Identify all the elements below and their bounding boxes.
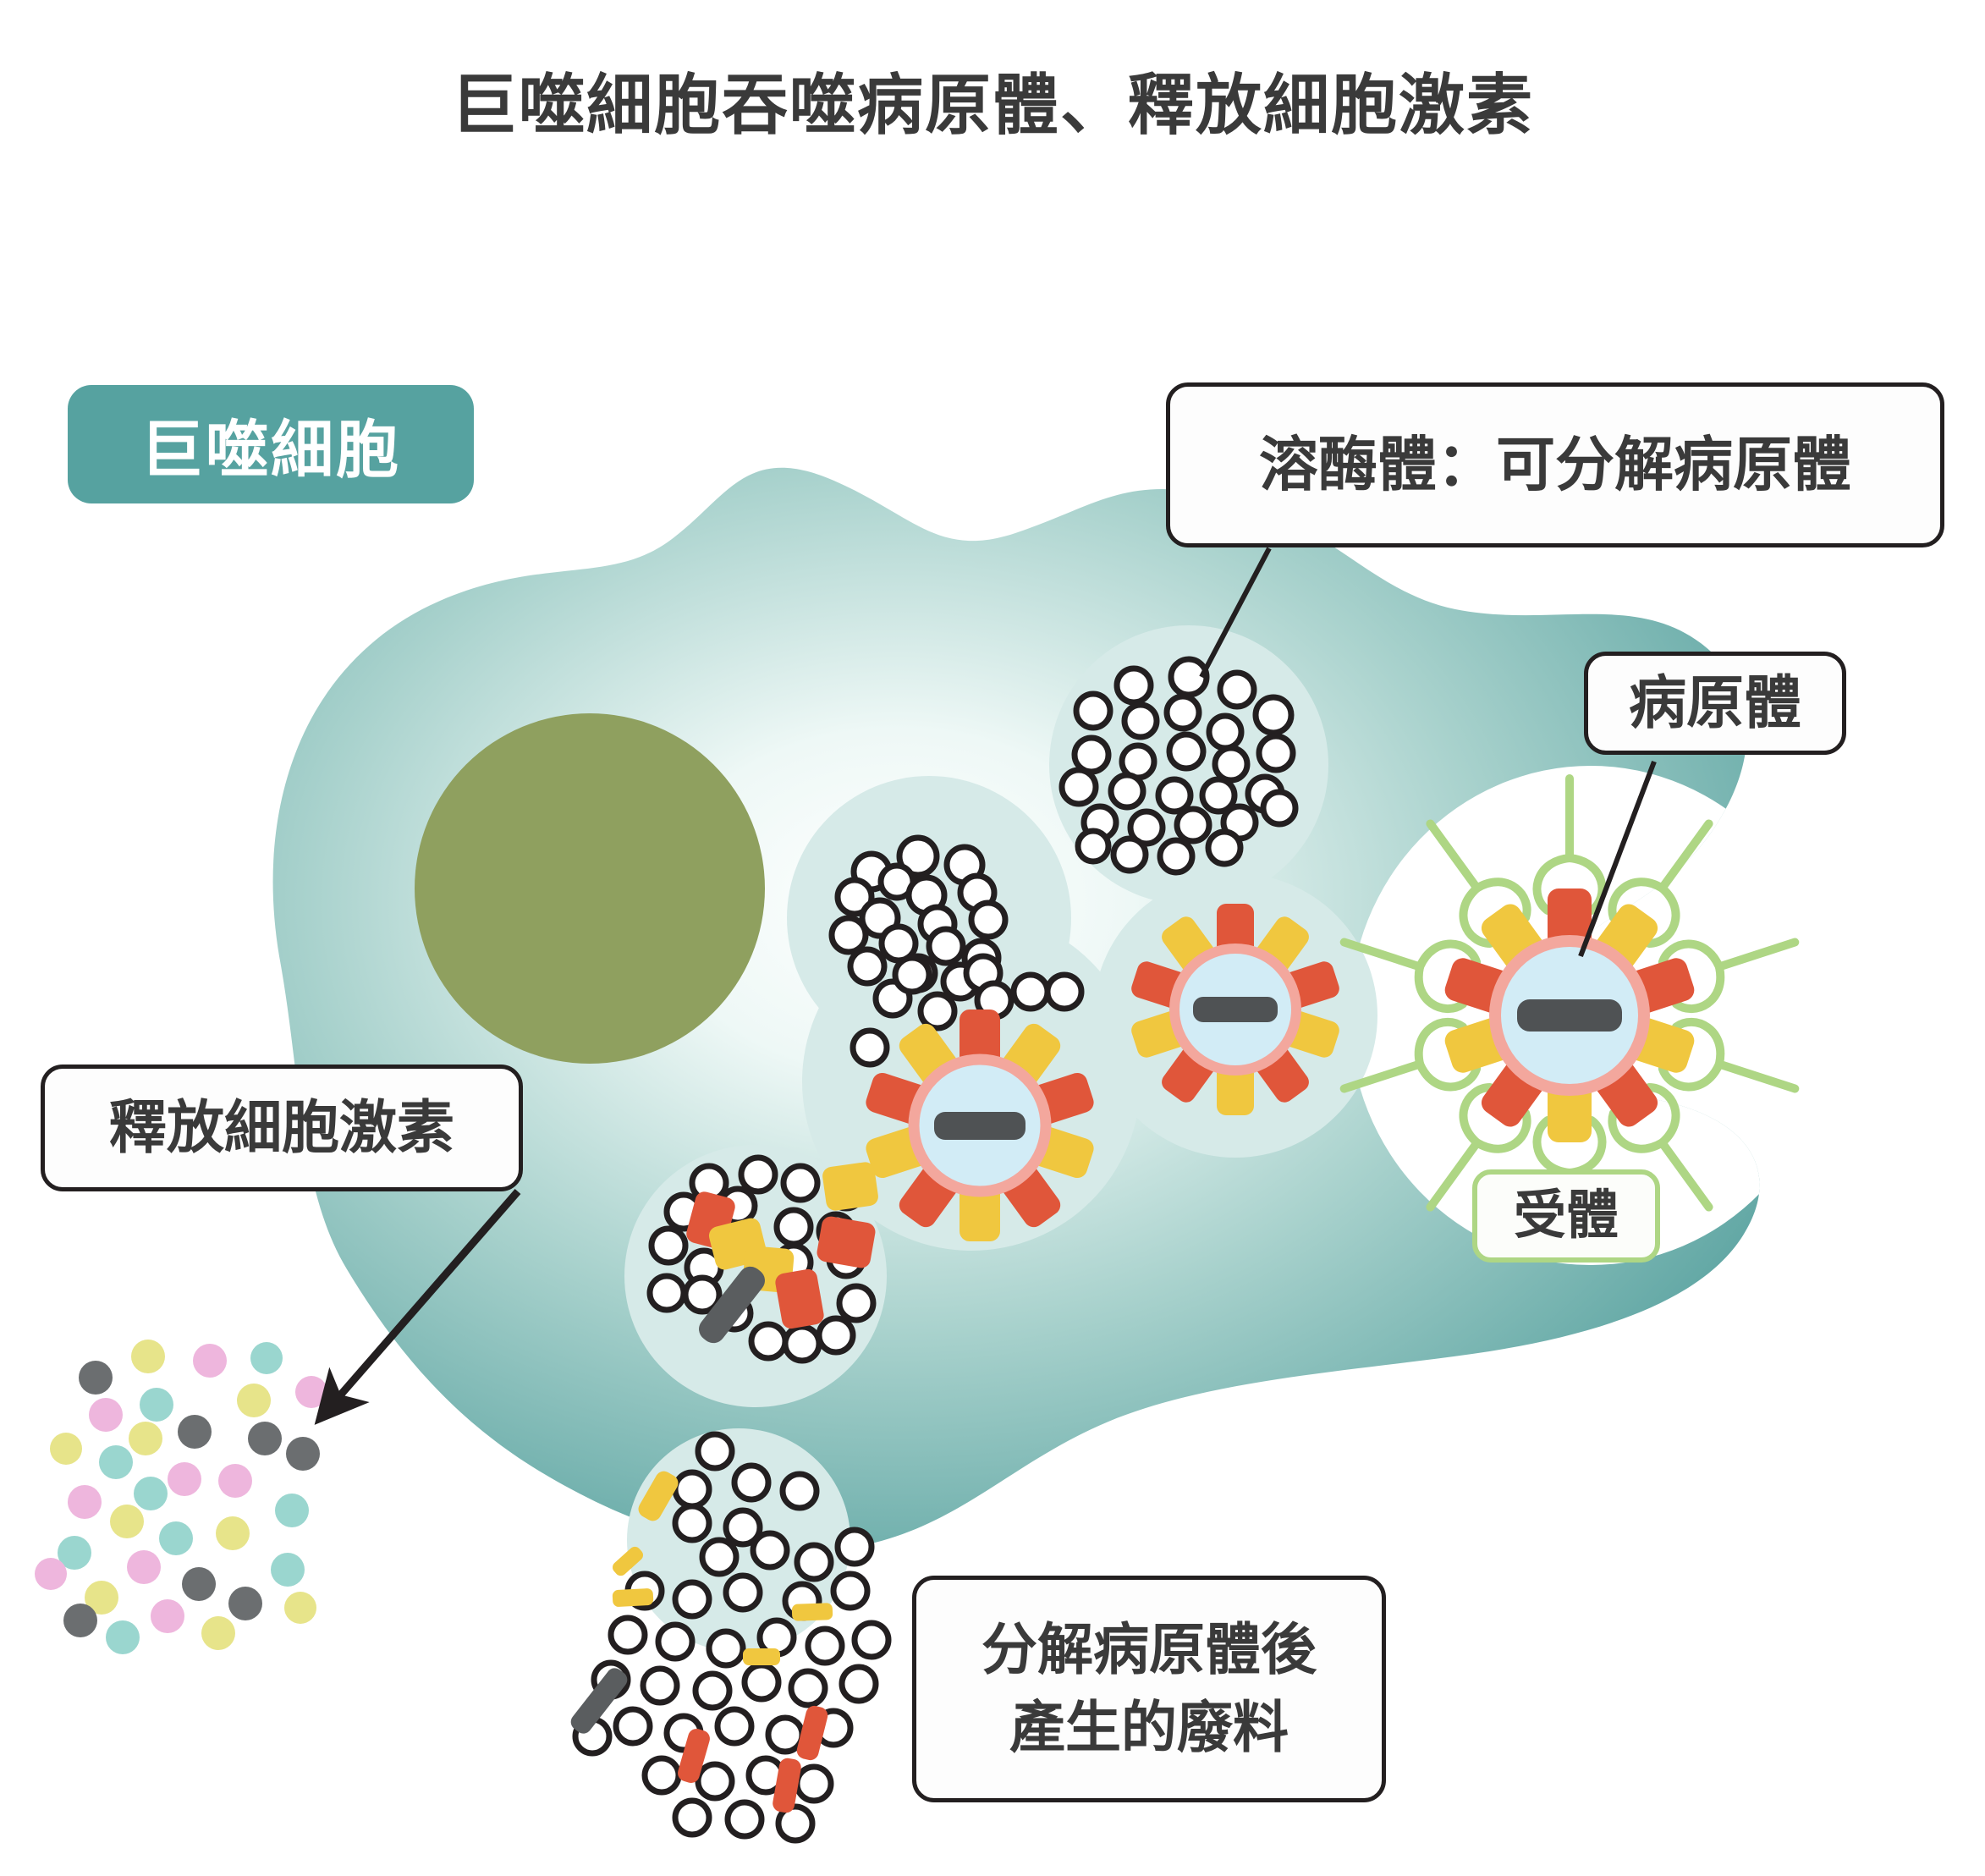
receptor-group (1339, 774, 1800, 1257)
callout-pathogen-text: 病原體 (1628, 670, 1801, 735)
waste-fragments (570, 1546, 833, 1813)
callout-lysosome: 溶酶體：可分解病原體 (1166, 382, 1944, 547)
callout-lysosome-text: 溶酶體：可分解病原體 (1259, 432, 1851, 498)
page-title: 巨噬細胞吞噬病原體、釋放細胞激素 (450, 68, 1534, 142)
callout-receptor: 受體 (1472, 1169, 1660, 1263)
callout-waste: 分解病原體後 產生的廢料 (912, 1576, 1386, 1802)
label-macrophage-text: 巨噬細胞 (140, 414, 401, 485)
phagosome-left-enzymes (850, 953, 1085, 1068)
label-macrophage: 巨噬細胞 (68, 385, 474, 503)
callout-receptor-text: 受體 (1513, 1186, 1619, 1246)
exocytosis-vesicle-contents (638, 1431, 820, 1548)
callout-waste-line2: 產生的廢料 (1009, 1696, 1289, 1758)
leader-pathogen (1578, 760, 1657, 958)
pathogen-engulfed (1444, 888, 1695, 1142)
pathogen-in-phagosome-mid (1131, 904, 1339, 1115)
lysosome-enzymes-top (1058, 656, 1299, 876)
cytokine-cloud (35, 1340, 327, 1654)
callout-pathogen: 病原體 (1584, 652, 1846, 755)
callout-cytokine-text: 釋放細胞激素 (108, 1095, 454, 1160)
leader-lines (1199, 547, 1657, 958)
waste-cloud (570, 1527, 892, 1844)
cytokine-arrow (314, 1189, 521, 1425)
callout-waste-line1: 分解病原體後 (982, 1618, 1317, 1681)
leader-lysosome (1199, 547, 1272, 679)
digestive-vesicle-contents (646, 1154, 878, 1364)
cell-nucleus (415, 713, 765, 1064)
pathogen-in-phagosome-left (866, 1010, 1094, 1241)
callout-cytokine: 釋放細胞激素 (41, 1065, 523, 1191)
pathogen-bar (934, 1112, 1025, 1140)
pathogen-fragments (686, 1162, 878, 1344)
